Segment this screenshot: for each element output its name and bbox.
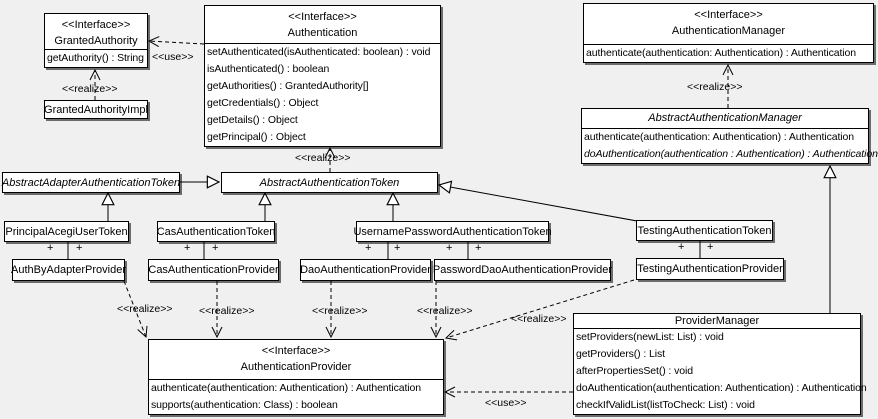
interface-stereotype: <<Interface>> bbox=[61, 19, 131, 31]
method: setAuthenticated(isAuthenticated: boolea… bbox=[207, 46, 431, 58]
class-authentication-manager[interactable]: <<Interface>> AuthenticationManager auth… bbox=[583, 3, 874, 63]
class-testing-authentication-provider[interactable]: TestingAuthenticationProvider bbox=[636, 258, 784, 280]
realize-label: <<realize>> bbox=[117, 303, 173, 315]
class-name: AbstractAdapterAuthenticationToken bbox=[1, 176, 181, 189]
class-members: setProviders(newList: List) : void getPr… bbox=[574, 328, 867, 414]
class-name: TestingAuthenticationProvider bbox=[637, 263, 783, 275]
class-provider-manager[interactable]: ProviderManager setProviders(newList: Li… bbox=[573, 313, 867, 415]
class-testing-authentication-token[interactable]: TestingAuthenticationToken bbox=[636, 220, 773, 241]
class-name: UsernamePasswordAuthenticationToken bbox=[353, 225, 552, 238]
class-authentication[interactable]: <<Interface>> Authentication setAuthenti… bbox=[204, 5, 441, 147]
class-abstract-adapter-authentication-token[interactable]: AbstractAdapterAuthenticationToken bbox=[2, 172, 180, 193]
class-header: <<Interface>> AuthenticationManager bbox=[584, 4, 873, 44]
class-name: AbstractAuthenticationManager bbox=[648, 112, 802, 124]
class-abstract-authentication-manager[interactable]: AbstractAuthenticationManager authentica… bbox=[581, 108, 878, 164]
realize-label: <<realize>> bbox=[417, 305, 473, 317]
method: setProviders(newList: List) : void bbox=[576, 331, 724, 343]
association-end-label: + bbox=[394, 242, 401, 254]
association-end-label: + bbox=[184, 242, 191, 254]
method: isAuthenticated() : boolean bbox=[207, 63, 330, 75]
realize-label: <<realize>> bbox=[62, 83, 118, 95]
class-name: AbstractAuthenticationToken bbox=[259, 176, 400, 189]
method: checkIfValidList(listToCheck: List) : vo… bbox=[576, 399, 755, 411]
realize-label: <<realize>> bbox=[295, 152, 351, 164]
use-label: <<use>> bbox=[152, 51, 194, 63]
class-members: authenticate(authentication: Authenticat… bbox=[584, 44, 873, 62]
abstract-method: doAuthentication(authentication : Authen… bbox=[584, 148, 878, 160]
class-principal-acegi-user-token[interactable]: PrincipalAcegiUserToken bbox=[4, 221, 129, 242]
class-username-password-authentication-token[interactable]: UsernamePasswordAuthenticationToken bbox=[353, 221, 552, 242]
interface-stereotype: <<Interface>> bbox=[261, 345, 331, 357]
class-password-dao-authentication-provider[interactable]: PasswordDaoAuthenticationProvider bbox=[432, 259, 613, 281]
class-auth-by-adapter-provider[interactable]: AuthByAdapterProvider bbox=[11, 259, 126, 281]
association-end-label: + bbox=[76, 242, 83, 254]
method: getCredentials() : Object bbox=[207, 97, 319, 109]
class-dao-authentication-provider[interactable]: DaoAuthenticationProvider bbox=[300, 259, 431, 281]
method: getPrincipal() : Object bbox=[207, 131, 306, 143]
class-name: GrantedAuthority bbox=[54, 35, 138, 47]
method: authenticate(authentication: Authenticat… bbox=[584, 131, 855, 143]
method: getAuthorities() : GrantedAuthority[] bbox=[207, 80, 369, 92]
method: getDetails() : Object bbox=[207, 114, 298, 126]
method: authenticate(authentication: Authenticat… bbox=[151, 382, 422, 394]
class-members: authenticate(authentication: Authenticat… bbox=[149, 379, 443, 414]
method: doAuthentication(authentication: Authent… bbox=[576, 382, 867, 394]
realize-label: <<realize>> bbox=[511, 313, 567, 325]
association-end-label: + bbox=[475, 242, 482, 254]
class-members: getAuthority() : String bbox=[45, 49, 147, 67]
class-name: DaoAuthenticationProvider bbox=[300, 264, 431, 276]
method: getProviders() : List bbox=[576, 348, 665, 360]
class-members: authenticate(authentication: Authenticat… bbox=[582, 128, 878, 163]
class-cas-authentication-token[interactable]: CasAuthenticationToken bbox=[157, 221, 275, 242]
class-name: PrincipalAcegiUserToken bbox=[5, 225, 128, 238]
class-name: CasAuthenticationToken bbox=[156, 225, 276, 238]
class-name: AuthenticationProvider bbox=[240, 361, 352, 373]
class-name: TestingAuthenticationToken bbox=[637, 224, 772, 237]
interface-stereotype: <<Interface>> bbox=[694, 9, 763, 21]
association-end-label: + bbox=[678, 241, 685, 253]
class-name: ProviderManager bbox=[674, 315, 760, 327]
association-end-label: + bbox=[365, 242, 372, 254]
class-abstract-authentication-token[interactable]: AbstractAuthenticationToken bbox=[221, 172, 438, 193]
class-name: GrantedAuthorityImpl bbox=[44, 103, 148, 116]
association-end-label: + bbox=[212, 242, 219, 254]
association-end-label: + bbox=[707, 241, 714, 253]
class-name: CasAuthenticationProvider bbox=[148, 264, 279, 276]
class-header: <<Interface>> AuthenticationProvider bbox=[149, 340, 443, 379]
class-name: PasswordDaoAuthenticationProvider bbox=[432, 264, 613, 276]
class-members: setAuthenticated(isAuthenticated: boolea… bbox=[205, 43, 440, 146]
use-label: <<use>> bbox=[485, 397, 527, 409]
class-name: AuthenticationManager bbox=[671, 25, 786, 37]
realize-label: <<realize>> bbox=[199, 305, 255, 317]
class-granted-authority[interactable]: <<Interface>> GrantedAuthority getAuthor… bbox=[44, 13, 148, 68]
class-cas-authentication-provider[interactable]: CasAuthenticationProvider bbox=[148, 259, 279, 281]
association-end-label: + bbox=[47, 242, 54, 254]
realize-label: <<realize>> bbox=[312, 305, 368, 317]
class-name: AuthByAdapterProvider bbox=[11, 264, 126, 276]
method: getAuthority() : String bbox=[47, 52, 144, 64]
class-name: Authentication bbox=[287, 27, 358, 39]
class-header: <<Interface>> GrantedAuthority bbox=[45, 14, 147, 49]
class-granted-authority-impl[interactable]: GrantedAuthorityImpl bbox=[44, 100, 148, 119]
class-authentication-provider[interactable]: <<Interface>> AuthenticationProvider aut… bbox=[148, 339, 444, 415]
association-end-label: + bbox=[446, 242, 453, 254]
interface-stereotype: <<Interface>> bbox=[288, 11, 357, 23]
method: authenticate(authentication: Authenticat… bbox=[586, 47, 857, 59]
realize-label: <<realize>> bbox=[687, 81, 743, 93]
method: supports(authentication: Class) : boolea… bbox=[151, 399, 338, 411]
method: afterPropertiesSet() : void bbox=[576, 365, 693, 377]
class-header: <<Interface>> Authentication bbox=[205, 6, 440, 43]
